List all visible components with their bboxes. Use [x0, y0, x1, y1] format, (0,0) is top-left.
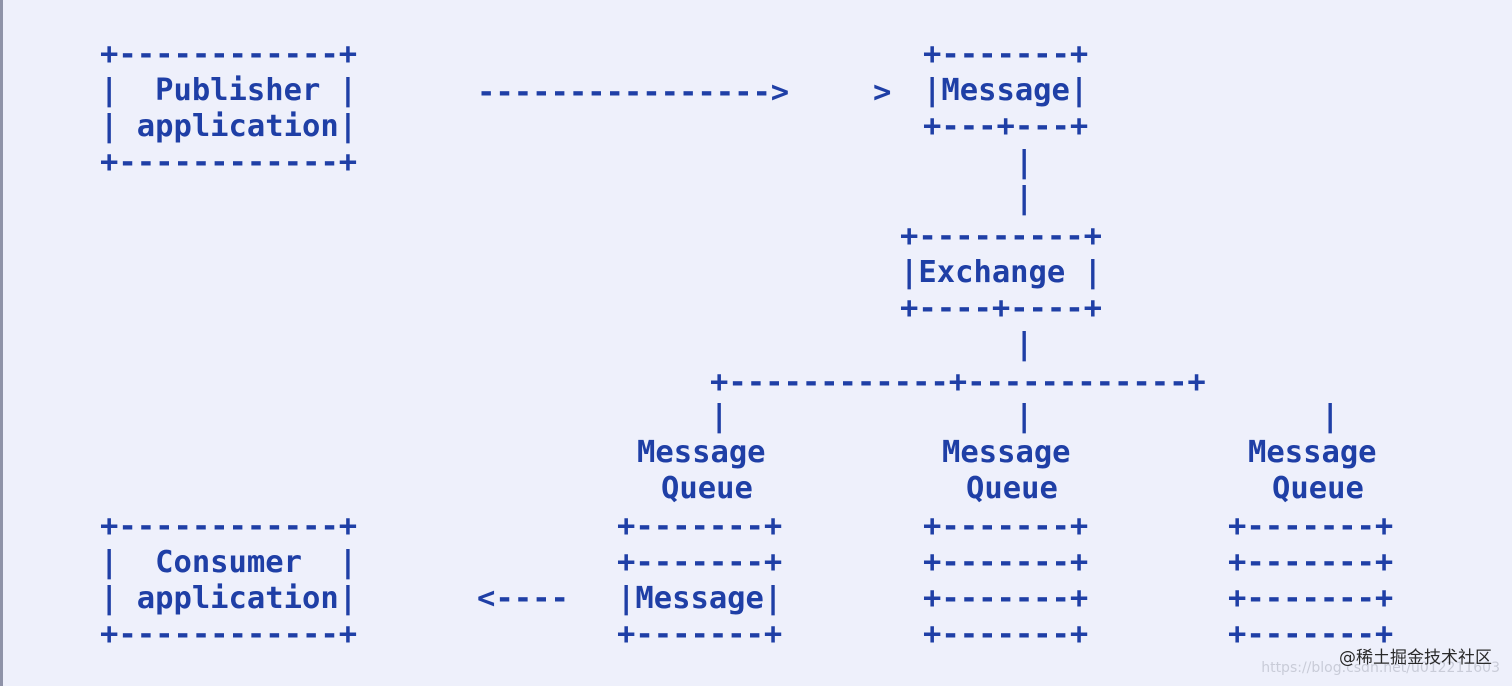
queue-2-row-2: +-------+	[923, 545, 1089, 580]
queue-1-label-queue: Queue	[661, 471, 753, 506]
queue-3-label-message: Message	[1248, 435, 1377, 470]
queue-1-message: |Message|	[617, 581, 783, 616]
queue-3-label-queue: Queue	[1272, 471, 1364, 506]
link-message-exchange-2: |	[1015, 181, 1034, 216]
consumer-bottom-border: +------------+	[100, 617, 358, 652]
queue-3-row-4: +-------+	[1228, 617, 1394, 652]
branch-drop-3: |	[1321, 399, 1340, 434]
consumer-label: | Consumer |	[100, 545, 358, 580]
watermark-text: @稀土掘金技术社区	[1339, 648, 1492, 668]
link-exchange-branch: |	[1015, 327, 1034, 362]
exchange-label: |Exchange |	[900, 255, 1102, 290]
publisher-bottom-border: +------------+	[100, 145, 358, 180]
publisher-label-2: | application|	[100, 109, 358, 144]
queue-1-row-1: +-------+	[617, 509, 783, 544]
queue-1-row-2: +-------+	[617, 545, 783, 580]
queue-2-label-queue: Queue	[966, 471, 1058, 506]
consumer-top-border: +------------+	[100, 509, 358, 544]
publisher-label: | Publisher |	[100, 73, 358, 108]
publish-arrow-line: ---------------->	[477, 75, 790, 110]
queue-1-label-message: Message	[637, 435, 766, 470]
link-message-exchange-1: |	[1015, 145, 1034, 180]
queue-3-row-3: +-------+	[1228, 581, 1394, 616]
queue-2-row-4: +-------+	[923, 617, 1089, 652]
message-label: |Message|	[923, 73, 1089, 108]
publish-arrow-head: >	[873, 75, 892, 110]
consumer-label-2: | application|	[100, 581, 358, 616]
exchange-top-border: +---------+	[900, 219, 1102, 254]
branch-drop-1: |	[710, 399, 729, 434]
queue-3-row-2: +-------+	[1228, 545, 1394, 580]
branch-drop-2: |	[1015, 399, 1034, 434]
queue-2-row-1: +-------+	[923, 509, 1089, 544]
queue-3-row-1: +-------+	[1228, 509, 1394, 544]
branch-line: +------------+------------+	[710, 365, 1206, 400]
watermark-url: https://blog.csdn.net/u012211603	[1261, 660, 1500, 676]
queue-1-row-4: +-------+	[617, 617, 783, 652]
queue-2-row-3: +-------+	[923, 581, 1089, 616]
message-top-border: +-------+	[923, 37, 1089, 72]
publisher-top-border: +------------+	[100, 37, 358, 72]
exchange-bottom-border: +----+----+	[900, 291, 1102, 326]
queue-2-label-message: Message	[942, 435, 1071, 470]
consume-arrow: <----	[477, 581, 569, 616]
message-bottom-border: +---+---+	[923, 109, 1089, 144]
